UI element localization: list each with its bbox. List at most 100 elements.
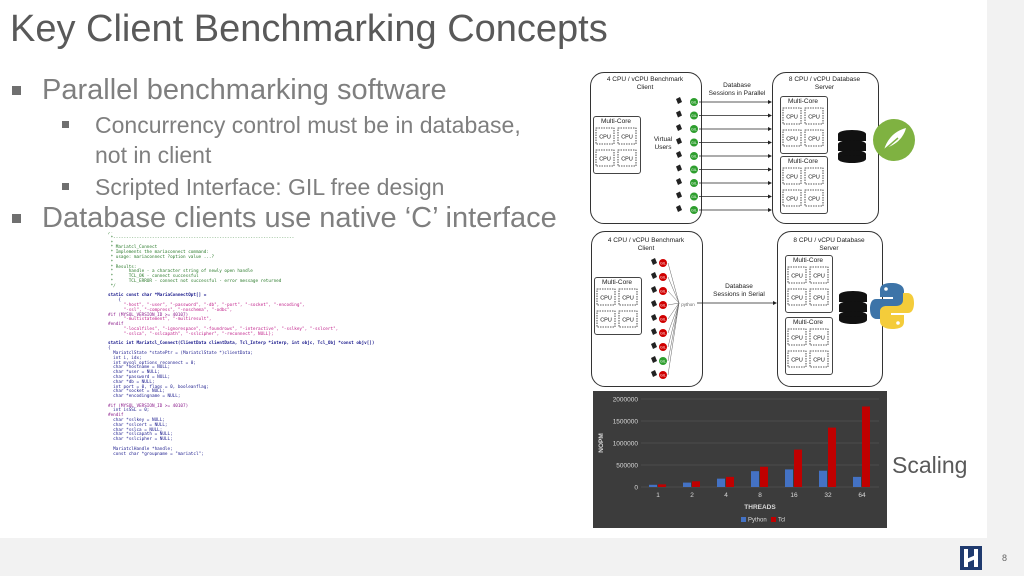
gil-badge	[659, 329, 667, 337]
code-line: * Mariatcl_Connect	[108, 245, 158, 251]
cpu-chip	[809, 328, 829, 346]
x-tick-label: 16	[790, 492, 798, 499]
client-box	[591, 231, 703, 387]
code-line: char *sslkey = NULL;	[108, 418, 165, 424]
gil-badge-label: GIL	[691, 114, 697, 118]
code-line: static int Mariatcl_Connect(ClientData c…	[108, 341, 375, 347]
cpu-label: CPU	[813, 274, 825, 280]
code-snippet: /* *------------------------------------…	[108, 232, 468, 538]
cpu-chip	[804, 167, 824, 185]
code-line: *---------------------------------------…	[108, 235, 295, 241]
gil-badge	[690, 152, 698, 160]
server-title-2: Server	[819, 245, 839, 252]
bar-python	[649, 484, 657, 487]
thread-line	[667, 302, 680, 320]
bullet-marker	[62, 121, 69, 128]
virtual-user-icon	[676, 110, 682, 118]
cpu-chip	[596, 310, 616, 328]
gil-badge	[690, 206, 698, 214]
y-axis-label: NOPM	[598, 433, 605, 453]
cpu-label: CPU	[813, 296, 825, 302]
code-line: {	[108, 298, 121, 304]
multicore-label: Multi-Core	[788, 158, 818, 165]
x-tick-label: 1	[656, 492, 660, 499]
bullet-parallel: Parallel benchmarking software	[42, 74, 447, 106]
bullet-marker	[62, 183, 69, 190]
virtual-user-icon	[651, 258, 657, 265]
arrow-head	[768, 194, 772, 199]
database-icon	[839, 291, 867, 324]
x-tick-label: 8	[758, 492, 762, 499]
code-line: char *sslcapath = NULL;	[108, 432, 173, 438]
multicore-label: Multi-Core	[788, 98, 818, 105]
cpu-chip	[782, 167, 802, 185]
code-line: char *sslcert = NULL;	[108, 422, 168, 428]
virtual-user-icon	[676, 151, 682, 158]
cpu-chip	[618, 310, 638, 328]
gil-badge-label: GIL	[660, 332, 666, 336]
cpu-chip	[782, 107, 802, 125]
code-line: int mysql_options_reconnect = 0;	[108, 360, 196, 366]
gil-badge-label: GIL	[660, 346, 666, 350]
code-line: char *socket = NULL;	[108, 389, 165, 395]
sessions-2: Sessions in Parallel	[708, 90, 766, 97]
cpu-label: CPU	[599, 157, 611, 163]
virtual-user-icon	[651, 300, 657, 307]
gil-badge-label: GIL	[691, 209, 697, 213]
virtual-user-icon	[651, 342, 657, 349]
code-line: char *user = NULL;	[108, 370, 160, 376]
thread-line	[667, 302, 680, 348]
client-title-1: 4 CPU / vCPU Benchmark	[606, 76, 684, 83]
client-multicore	[593, 116, 641, 174]
server-multicore-1	[785, 255, 833, 313]
cpu-label: CPU	[786, 137, 798, 143]
cpu-chip	[787, 328, 807, 346]
legend-label: Python	[748, 518, 767, 524]
cpu-chip	[595, 149, 615, 167]
cpu-chip	[618, 288, 638, 306]
gil-badge	[659, 315, 667, 323]
cpu-label: CPU	[791, 336, 803, 342]
client-title-1: 4 CPU / vCPU Benchmark	[607, 237, 685, 244]
arrow-head	[768, 181, 772, 185]
cpu-label: CPU	[786, 175, 798, 181]
cpu-label: CPU	[808, 197, 820, 203]
virtual-user-icon	[676, 164, 682, 172]
bar-tcl	[862, 406, 870, 487]
code-line: */	[108, 283, 116, 289]
cpu-label: CPU	[791, 358, 803, 364]
arrow-head	[768, 100, 772, 104]
code-line: *	[108, 240, 114, 246]
arrow-head	[768, 154, 772, 158]
gil-badge	[659, 287, 667, 295]
virtual-user-icon	[676, 191, 682, 199]
client-title-2: Client	[637, 245, 655, 252]
thread-line	[667, 302, 680, 376]
code-line: * usage: mariaconnect ?option value ...?	[108, 254, 215, 260]
cpu-chip	[787, 288, 807, 306]
virtual-user-icon	[676, 205, 682, 212]
arrow-head	[768, 140, 772, 145]
x-tick-label: 4	[724, 492, 728, 499]
server-title-1: 8 CPU / vCPU Database	[793, 237, 865, 244]
code-line: char *hostname = NULL;	[108, 365, 171, 371]
python-logo-icon	[870, 283, 914, 329]
sessions-1: Database	[723, 82, 751, 89]
cpu-label: CPU	[622, 296, 634, 302]
cpu-label: CPU	[786, 115, 798, 121]
gil-badge-label: GIL	[660, 374, 666, 378]
virtual-users-2: Users	[654, 144, 672, 151]
bullet-concurrency-1: Concurrency control must be in database,	[95, 112, 521, 138]
cpu-chip	[617, 127, 637, 145]
code-line: * TCL_ERROR - connect not successful - e…	[108, 278, 282, 284]
cpu-label: CPU	[600, 318, 612, 324]
gil-badge-label: GIL	[660, 276, 666, 280]
code-line: static const char *MariaConnectOpt[] =	[108, 293, 207, 299]
server-multicore-2	[785, 317, 833, 375]
cpu-chip	[782, 129, 802, 147]
multicore-label: Multi-Core	[793, 319, 823, 326]
bullet-marker	[12, 86, 21, 95]
